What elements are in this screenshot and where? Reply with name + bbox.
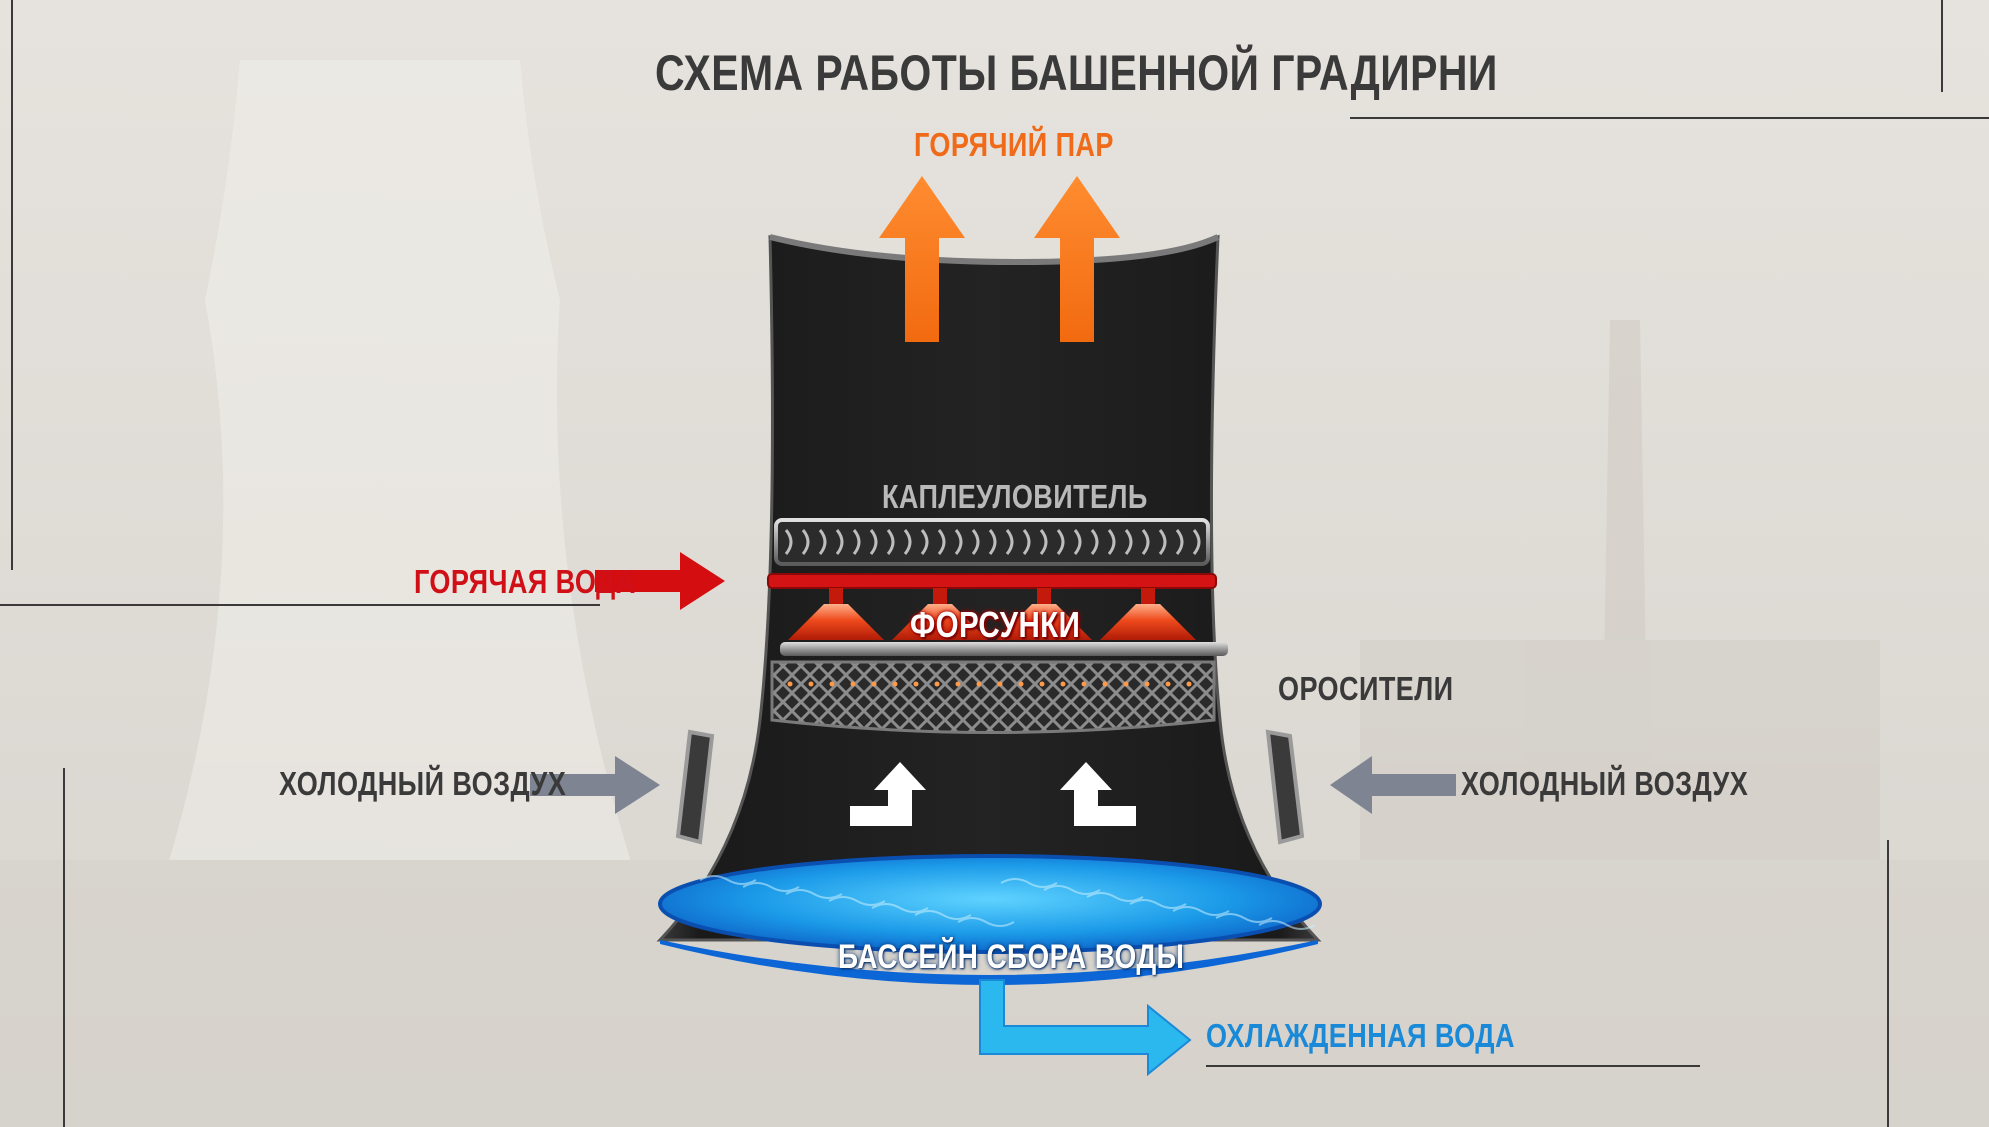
basin-label: БАССЕЙН СБОРА ВОДЫ	[838, 938, 1185, 976]
drift-blade	[1039, 529, 1048, 555]
nozzle-group	[788, 588, 1196, 640]
sprinklers-label: ОРОСИТЕЛИ	[1278, 670, 1454, 707]
ripple	[785, 889, 843, 899]
drift-blade	[988, 529, 997, 555]
ripple	[1000, 878, 1058, 888]
droplet	[1102, 681, 1108, 687]
drift-eliminator-label: КАПЛЕУЛОВИТЕЛЬ	[882, 478, 1148, 515]
droplet	[892, 681, 898, 687]
drift-blade	[852, 529, 861, 555]
droplet	[1081, 681, 1087, 687]
drift-blade	[869, 529, 878, 555]
droplet	[955, 681, 961, 687]
cold-air-arrow-icon	[530, 756, 660, 814]
drift-blade	[1141, 529, 1150, 555]
droplet	[850, 681, 856, 687]
cooled-water-label: ОХЛАЖДЕННАЯ ВОДА	[1206, 1017, 1515, 1054]
nozzle-stem	[1141, 588, 1155, 604]
drift-blade	[1124, 529, 1133, 555]
background-ghost-towers	[0, 60, 1989, 1127]
drift-blade	[1022, 529, 1031, 555]
ripple	[742, 882, 800, 892]
ripple	[1043, 885, 1101, 895]
ripple	[914, 910, 972, 920]
ripple	[1129, 899, 1187, 909]
nozzle-cone	[788, 604, 884, 640]
cold-air-left-label: ХОЛОДНЫЙ ВОЗДУХ	[279, 765, 567, 802]
nozzle-platform	[780, 642, 1228, 656]
drift-blade	[1192, 529, 1201, 555]
droplet	[871, 681, 877, 687]
droplet	[1039, 681, 1045, 687]
nozzle-cone	[996, 604, 1092, 640]
cold-air-arrow-icon	[1330, 756, 1456, 814]
drift-blade	[1056, 529, 1065, 555]
nozzle-cone	[892, 604, 988, 640]
ripple	[828, 896, 886, 906]
drift-blade	[1175, 529, 1184, 555]
steam-arrow-icon	[879, 176, 1120, 342]
droplet	[787, 681, 793, 687]
water-basin	[658, 854, 1322, 985]
lattice-droplets	[787, 681, 1192, 687]
droplet	[997, 681, 1003, 687]
droplet	[1060, 681, 1066, 687]
ripple	[1258, 920, 1316, 930]
air-flow-arrow-icon	[850, 762, 1136, 826]
droplet	[1123, 681, 1129, 687]
cooled-water-arrow-icon	[979, 979, 1192, 1077]
ripple	[871, 903, 929, 913]
droplet	[1186, 681, 1192, 687]
drift-blade	[920, 529, 929, 555]
diagram-title: СХЕМА РАБОТЫ БАШЕННОЙ ГРАДИРНИ	[655, 45, 1498, 101]
droplet	[829, 681, 835, 687]
droplet	[1165, 681, 1171, 687]
drift-eliminator	[774, 518, 1210, 566]
ripple	[1172, 906, 1230, 916]
nozzles-label: ФОРСУНКИ	[910, 604, 1081, 645]
drift-blade	[1107, 529, 1116, 555]
drift-blade	[1005, 529, 1014, 555]
droplet	[913, 681, 919, 687]
drift-blade	[801, 529, 810, 555]
drift-blade	[886, 529, 895, 555]
drift-blade	[971, 529, 980, 555]
nozzle-cone	[1100, 604, 1196, 640]
nozzle-stem	[933, 588, 947, 604]
droplet	[1018, 681, 1024, 687]
drift-blade	[937, 529, 946, 555]
droplet	[976, 681, 982, 687]
hot-water-arrow-icon	[595, 552, 725, 610]
ripple	[957, 917, 1015, 927]
hot-water-pipe	[767, 573, 1217, 589]
drift-blade	[1090, 529, 1099, 555]
drift-blade	[1073, 529, 1082, 555]
drift-blade	[784, 529, 793, 555]
drift-blade	[818, 529, 827, 555]
drift-blade	[954, 529, 963, 555]
drift-blade	[1158, 529, 1167, 555]
ripple	[699, 875, 757, 885]
hot-water-label: ГОРЯЧАЯ ВОДА	[414, 563, 636, 600]
air-intake-louvers	[675, 729, 1305, 845]
nozzle-stem	[829, 588, 843, 604]
drift-blade	[835, 529, 844, 555]
droplet	[808, 681, 814, 687]
ripple	[1086, 892, 1144, 902]
ripple	[1215, 913, 1273, 923]
nozzle-stem	[1037, 588, 1051, 604]
droplet	[934, 681, 940, 687]
hot-steam-label: ГОРЯЧИЙ ПАР	[914, 126, 1114, 163]
tower-top-rim	[769, 234, 1220, 266]
cold-air-right-label: ХОЛОДНЫЙ ВОЗДУХ	[1461, 765, 1749, 802]
droplet	[1144, 681, 1150, 687]
water-streams	[804, 742, 1168, 852]
fill-lattice	[770, 660, 1216, 734]
drift-blade	[903, 529, 912, 555]
